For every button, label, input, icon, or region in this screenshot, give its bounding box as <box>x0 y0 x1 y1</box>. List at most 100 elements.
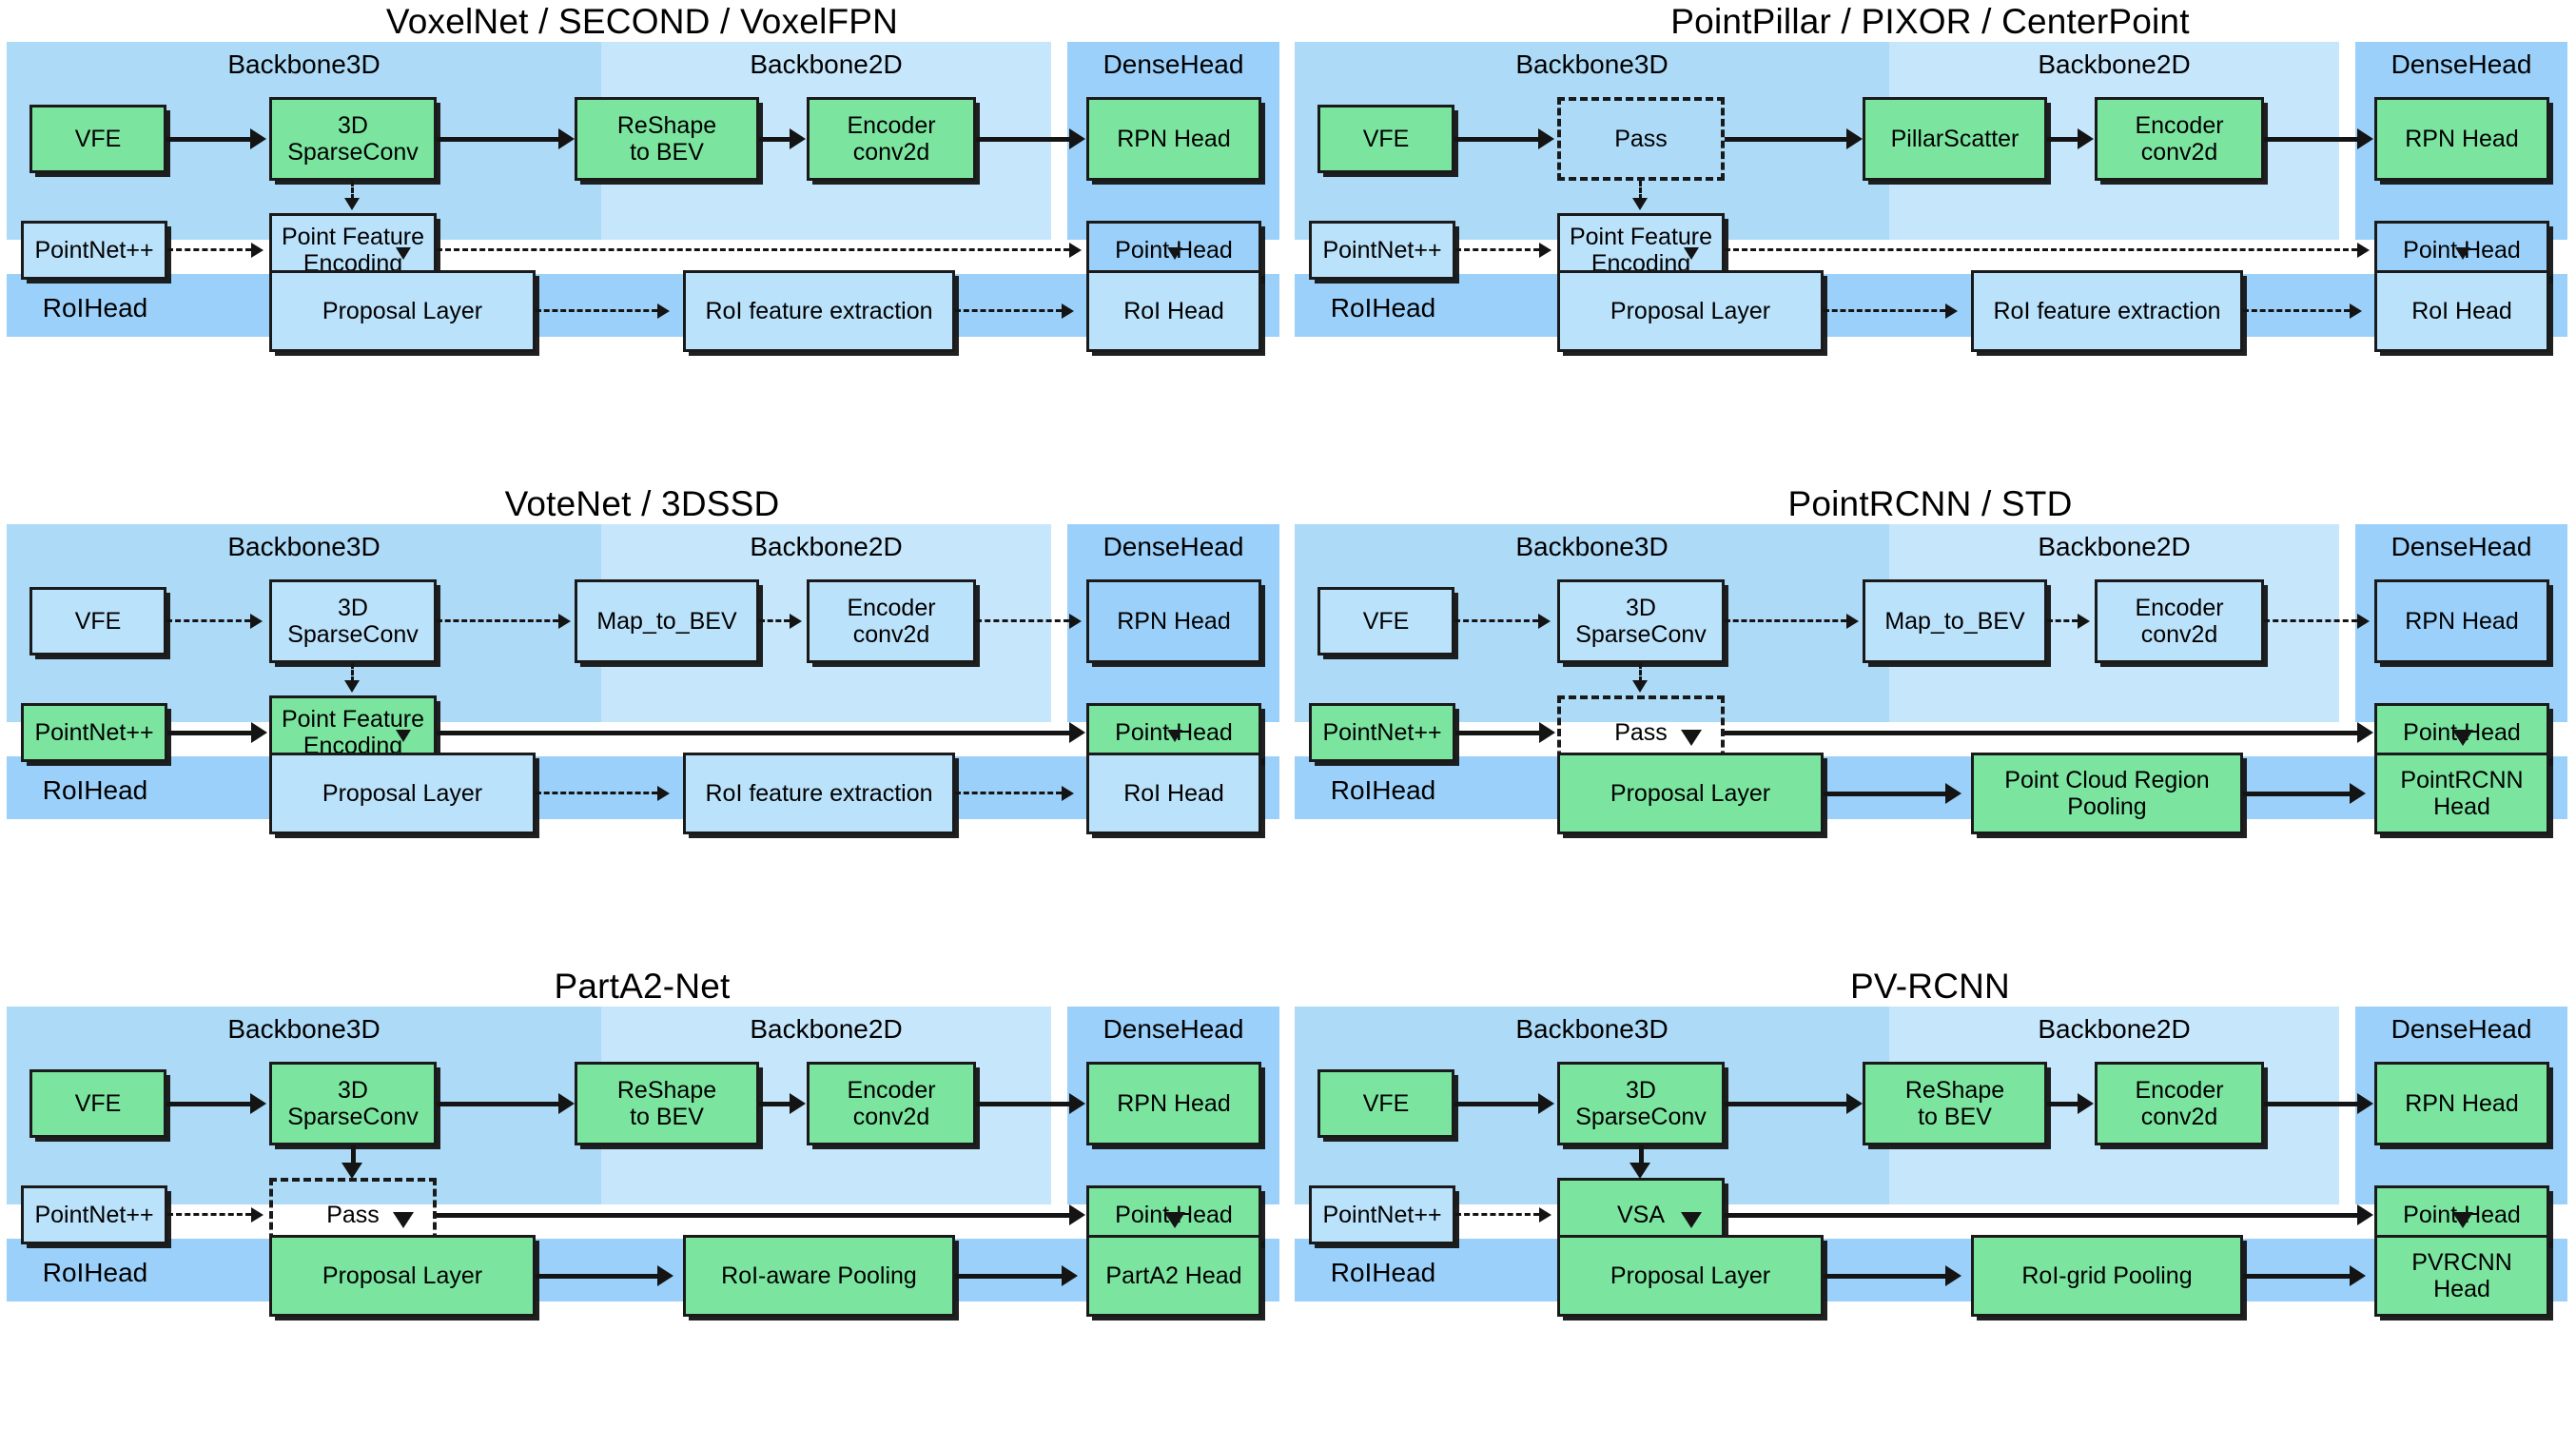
arrow-head <box>1539 243 1551 258</box>
node-pointnet-label: PointNet++ <box>34 237 154 264</box>
zone-label-backbone2d: Backbone2D <box>2038 1014 2191 1044</box>
arrow-head <box>1846 128 1863 149</box>
node-roi-feature-extraction[interactable]: RoI-grid Pooling <box>1971 1235 2243 1317</box>
connector-line <box>1824 309 1945 312</box>
zone-label-roihead: RoIHead <box>1330 1258 1436 1287</box>
node-roi-head[interactable]: RoI Head <box>1086 753 1261 834</box>
connector-line <box>2243 309 2350 312</box>
arrow-head <box>251 1207 263 1223</box>
node-vfe-label: VFE <box>1362 1090 1410 1117</box>
arrow-head <box>558 614 571 629</box>
node-proposal-layer[interactable]: Proposal Layer <box>269 753 536 834</box>
zone-label-backbone2d: Backbone2D <box>750 1014 903 1044</box>
node-roi-head[interactable]: PartA2 Head <box>1086 1235 1261 1317</box>
node-proposal-layer[interactable]: Proposal Layer <box>1557 1235 1824 1317</box>
node-roi-feature-extraction[interactable]: RoI-aware Pooling <box>683 1235 955 1317</box>
connector-line <box>437 1102 558 1106</box>
connector-line <box>1454 619 1538 622</box>
connector-line <box>167 1213 251 1216</box>
node-pointnet[interactable]: PointNet++ <box>21 221 167 280</box>
node-map-to-bev[interactable]: PillarScatter <box>1863 97 2047 181</box>
arrow-head <box>1945 783 1961 804</box>
connector-line <box>976 137 1069 142</box>
node-proposal-layer[interactable]: Proposal Layer <box>1557 270 1824 352</box>
node-pointnet[interactable]: PointNet++ <box>1309 703 1455 762</box>
node-roi-head-label: RoI Head <box>1123 780 1224 807</box>
zone-label-backbone3d: Backbone3D <box>227 49 381 79</box>
connector-line <box>351 181 354 200</box>
node-proposal-layer[interactable]: Proposal Layer <box>1557 753 1824 834</box>
arrow-head <box>790 1093 806 1114</box>
node-rpn-head-label: RPN Head <box>1117 608 1231 635</box>
zone-label-roihead: RoIHead <box>1330 293 1436 323</box>
panel-title: PointRCNN / STD <box>1787 484 2073 523</box>
node-proposal-layer[interactable]: Proposal Layer <box>269 1235 536 1317</box>
node-rpn-head[interactable]: RPN Head <box>1086 97 1261 181</box>
node-roi-head-label: RoI Head <box>2411 298 2512 324</box>
node-map-to-bev-label: Map_to_BEV <box>1884 608 2025 635</box>
node-vfe[interactable]: VFE <box>29 105 166 173</box>
arrow-head <box>2078 1093 2094 1114</box>
node-map-to-bev-label: PillarScatter <box>1890 126 2020 152</box>
node-vfe[interactable]: VFE <box>29 587 166 656</box>
connector-line <box>976 1102 1069 1106</box>
node-roi-head[interactable]: RoI Head <box>1086 270 1261 352</box>
node-vfe[interactable]: VFE <box>1317 587 1454 656</box>
arrow-head <box>2357 128 2373 149</box>
node-rpn-head[interactable]: RPN Head <box>2374 97 2549 181</box>
node-roi-feature-extraction[interactable]: RoI feature extraction <box>683 753 955 834</box>
node-roi-head[interactable]: RoI Head <box>2374 270 2549 352</box>
node-pointnet[interactable]: PointNet++ <box>1309 1185 1455 1244</box>
arrow-head <box>1681 730 1702 746</box>
node-roi-feature-extraction-label: RoI-grid Pooling <box>2021 1262 2193 1289</box>
connector-line <box>955 309 1062 312</box>
zone-label-densehead: DenseHead <box>2391 1014 2532 1044</box>
node-rpn-head[interactable]: RPN Head <box>2374 1062 2549 1145</box>
node-map-to-bev[interactable]: Map_to_BEV <box>1863 579 2047 663</box>
node-rpn-head[interactable]: RPN Head <box>1086 579 1261 663</box>
arrow-head <box>2357 1204 2373 1225</box>
node-point-head[interactable]: Point Head <box>2374 703 2549 762</box>
arrow-head <box>2357 243 2370 258</box>
arrow-head <box>1062 303 1074 319</box>
arrow-head <box>2350 303 2362 319</box>
node-vfe-label: VFE <box>1362 608 1410 635</box>
node-roi-feature-extraction[interactable]: RoI feature extraction <box>683 270 955 352</box>
connector-line <box>759 137 790 142</box>
node-pointnet[interactable]: PointNet++ <box>21 1185 167 1244</box>
connector-line <box>1725 619 1846 622</box>
arrow-head <box>1632 198 1648 210</box>
node-backbone3d-core[interactable]: Pass <box>1557 97 1725 181</box>
node-roi-feature-extraction[interactable]: RoI feature extraction <box>1971 270 2243 352</box>
node-proposal-layer[interactable]: Proposal Layer <box>269 270 536 352</box>
node-rpn-head[interactable]: RPN Head <box>2374 579 2549 663</box>
node-vfe[interactable]: VFE <box>1317 105 1454 173</box>
node-pointnet[interactable]: PointNet++ <box>1309 221 1455 280</box>
node-rpn-head[interactable]: RPN Head <box>1086 1062 1261 1145</box>
node-pointnet[interactable]: PointNet++ <box>21 703 167 762</box>
node-map-to-bev[interactable]: Map_to_BEV <box>575 579 759 663</box>
node-vfe[interactable]: VFE <box>29 1069 166 1138</box>
node-vfe[interactable]: VFE <box>1317 1069 1454 1138</box>
